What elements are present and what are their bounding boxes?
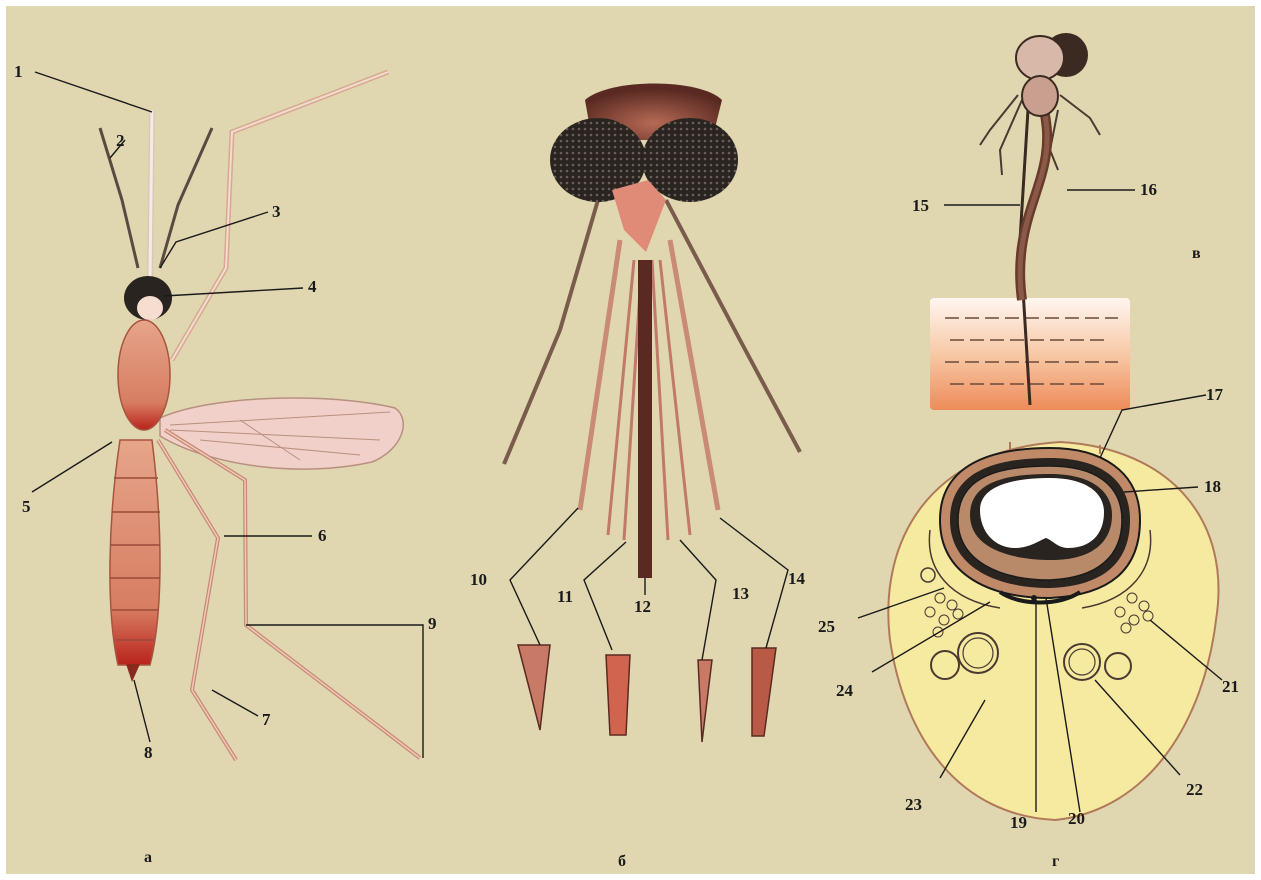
label-7: 7 [262, 710, 271, 729]
label-22: 22 [1186, 780, 1203, 799]
label-21: 21 [1222, 677, 1239, 696]
mosquito-abdomen [110, 440, 160, 665]
label-9: 9 [428, 614, 437, 633]
label-4: 4 [308, 277, 317, 296]
label-15: 15 [912, 196, 929, 215]
label-8: 8 [144, 743, 153, 762]
label-19: 19 [1010, 813, 1027, 832]
label-16: 16 [1140, 180, 1157, 199]
tip-11 [606, 655, 630, 735]
label-17: 17 [1206, 385, 1224, 404]
label-18: 18 [1204, 477, 1221, 496]
label-14: 14 [788, 569, 806, 588]
label-1: 1 [14, 62, 23, 81]
label-12: 12 [634, 597, 651, 616]
label-5: 5 [22, 497, 31, 516]
food-canal [980, 478, 1104, 548]
panel-letter-b: б [618, 853, 626, 870]
label-13: 13 [732, 584, 749, 603]
label-11: 11 [557, 587, 573, 606]
label-3: 3 [272, 202, 281, 221]
label-20: 20 [1068, 809, 1085, 828]
label-25: 25 [818, 617, 835, 636]
panel-letter-g: г [1052, 853, 1059, 870]
label-6: 6 [318, 526, 327, 545]
mosquito-thorax [118, 320, 170, 430]
label-10: 10 [470, 570, 487, 589]
label-2: 2 [116, 131, 125, 150]
proboscis [638, 260, 652, 578]
label-24: 24 [836, 681, 854, 700]
panel-letter-v: в [1192, 245, 1201, 262]
label-23: 23 [905, 795, 922, 814]
panel-letter-a: а [144, 849, 152, 866]
